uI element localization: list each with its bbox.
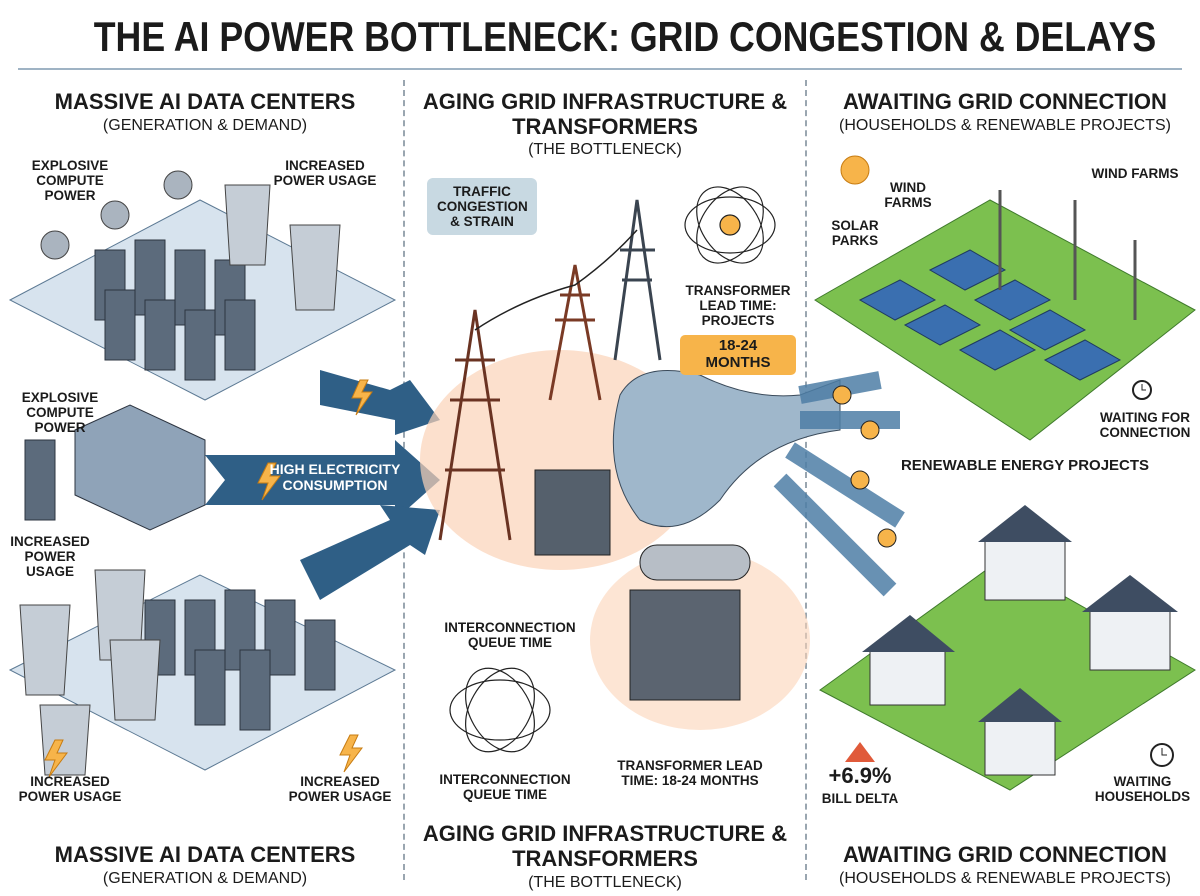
data-center-cluster-top: [8, 170, 397, 401]
neighborhood: [819, 505, 1196, 791]
label: INCREASED POWER USAGE: [18, 774, 122, 805]
lightning-icons: [44, 379, 373, 778]
clock-icon: [1132, 380, 1152, 400]
lead-time-label: TRANSFORMER LEAD TIME: 18-24 MONTHS: [617, 758, 763, 789]
page-title-container: THE AI POWER BOTTLENECK: GRID CONGESTION…: [0, 13, 1200, 60]
clock-icon: [1150, 743, 1174, 767]
data-center-cluster-bottom: [8, 569, 397, 776]
label-waiting-connection: WAITING FOR CONNECTION: [1099, 410, 1191, 441]
right-footer-heading: AWAITING GRID CONNECTION: [843, 841, 1167, 867]
right-heading: AWAITING GRID CONNECTION: [843, 89, 1167, 114]
label: EXPLOSIVE COMPUTE POWER: [31, 158, 109, 204]
label-wind-farms: WIND FARMS: [884, 180, 932, 211]
middle-header: AGING GRID INFRASTRUCTURE & TRANSFORMERS…: [412, 89, 798, 160]
arrow-label: HIGH ELECTRICITY CONSUMPTION: [269, 461, 401, 493]
label-waiting-households: WAITING HOUSEHOLDS: [1094, 774, 1191, 805]
warning-icons: [832, 385, 897, 548]
label: INCREASED POWER USAGE: [288, 774, 392, 805]
traffic-callout: TRAFFIC CONGESTION & STRAIN: [427, 178, 537, 236]
left-footer-subheading: (GENERATION & DEMAND): [102, 869, 308, 887]
power-flow-arrows: [205, 370, 440, 600]
lead-time-badge: 18-24 MONTHS: [680, 335, 796, 375]
label-solar-parks: SOLAR PARKS: [831, 218, 879, 249]
renewable-site: [814, 155, 1196, 441]
label: INCREASED POWER USAGE: [273, 158, 377, 189]
queue-tangle: [449, 186, 776, 753]
right-subheading: (HOUSEHOLDS & RENEWABLE PROJECTS): [839, 116, 1171, 134]
increase-triangle-icon: [845, 742, 875, 762]
column-divider: [805, 80, 807, 880]
label: EXPLOSIVE COMPUTE POWER: [21, 390, 99, 436]
bill-delta-value: +6.9%: [828, 763, 892, 788]
right-footer: AWAITING GRID CONNECTION (HOUSEHOLDS & R…: [810, 841, 1200, 888]
middle-footer: AGING GRID INFRASTRUCTURE & TRANSFORMERS…: [412, 821, 798, 892]
title-divider: [18, 68, 1182, 70]
label-wind-farms: WIND FARMS: [1091, 166, 1179, 181]
right-footer-subheading: (HOUSEHOLDS & RENEWABLE PROJECTS): [839, 869, 1171, 887]
middle-footer-subheading: (THE BOTTLENECK): [528, 873, 682, 891]
left-footer: MASSIVE AI DATA CENTERS (GENERATION & DE…: [10, 841, 400, 888]
label: INCREASED POWER USAGE: [10, 534, 90, 580]
queue-label: INTERCONNECTION QUEUE TIME: [444, 620, 576, 651]
middle-heading: AGING GRID INFRASTRUCTURE & TRANSFORMERS: [422, 89, 788, 139]
queue-label: INTERCONNECTION QUEUE TIME: [439, 772, 571, 803]
transformers: [534, 469, 751, 701]
transformer-lead-label: TRANSFORMER LEAD TIME: PROJECTS: [685, 283, 791, 329]
left-footer-heading: MASSIVE AI DATA CENTERS: [54, 841, 356, 867]
left-heading: MASSIVE AI DATA CENTERS: [54, 89, 356, 114]
middle-subheading: (THE BOTTLENECK): [528, 141, 682, 159]
bill-delta-label: BILL DELTA: [821, 791, 899, 806]
label-renewables: RENEWABLE ENERGY PROJECTS: [900, 457, 1150, 474]
middle-footer-heading: AGING GRID INFRASTRUCTURE & TRANSFORMERS: [422, 821, 788, 871]
transmission-towers: [438, 199, 662, 541]
left-header: MASSIVE AI DATA CENTERS (GENERATION & DE…: [10, 89, 400, 135]
page-title: THE AI POWER BOTTLENECK: GRID CONGESTION…: [93, 13, 1157, 60]
left-subheading: (GENERATION & DEMAND): [102, 116, 308, 134]
right-header: AWAITING GRID CONNECTION (HOUSEHOLDS & R…: [810, 89, 1200, 135]
